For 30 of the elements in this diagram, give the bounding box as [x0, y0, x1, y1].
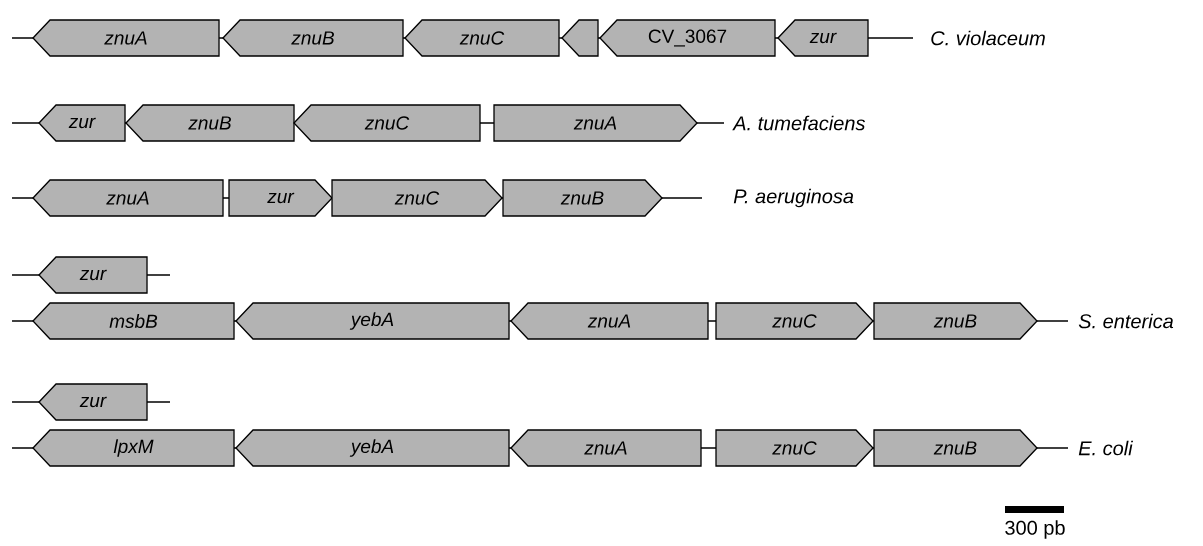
gene-box: zur — [38, 104, 126, 142]
gene-box — [561, 19, 599, 57]
scale-label: 300 pb — [1005, 520, 1065, 539]
gene-box: znuA — [510, 302, 709, 340]
gene-box: znuA — [32, 179, 224, 217]
gene-box: zur — [38, 383, 148, 421]
gene-box: znuB — [502, 179, 663, 217]
gene-box: zur — [38, 256, 148, 294]
gene-box: znuB — [873, 429, 1038, 467]
gene-box: znuB — [873, 302, 1038, 340]
gene-box: znuB — [125, 104, 295, 142]
gene-box: znuC — [293, 104, 481, 142]
gene-box: znuC — [715, 429, 874, 467]
species-name: A. tumefaciens — [732, 115, 866, 131]
species-name: E. coli — [1078, 440, 1134, 456]
species-name: S. enterica — [1078, 313, 1174, 329]
gene-box: lpxM — [32, 429, 235, 467]
gene-box: yebA — [235, 302, 510, 340]
gene-box: znuA — [493, 104, 698, 142]
gene-box: zur — [777, 19, 869, 57]
gene-box: znuB — [222, 19, 404, 57]
gene-box: znuC — [715, 302, 874, 340]
species-name: C. violaceum — [931, 30, 1045, 46]
gene-box: znuA — [510, 429, 702, 467]
gene-box: msbB — [32, 302, 235, 340]
gene-box: zur — [228, 179, 333, 217]
gene-box: znuC — [331, 179, 503, 217]
gene-box: znuA — [32, 19, 220, 57]
species-name: P. aeruginosa — [733, 188, 854, 208]
gene-box: yebA — [235, 429, 510, 467]
